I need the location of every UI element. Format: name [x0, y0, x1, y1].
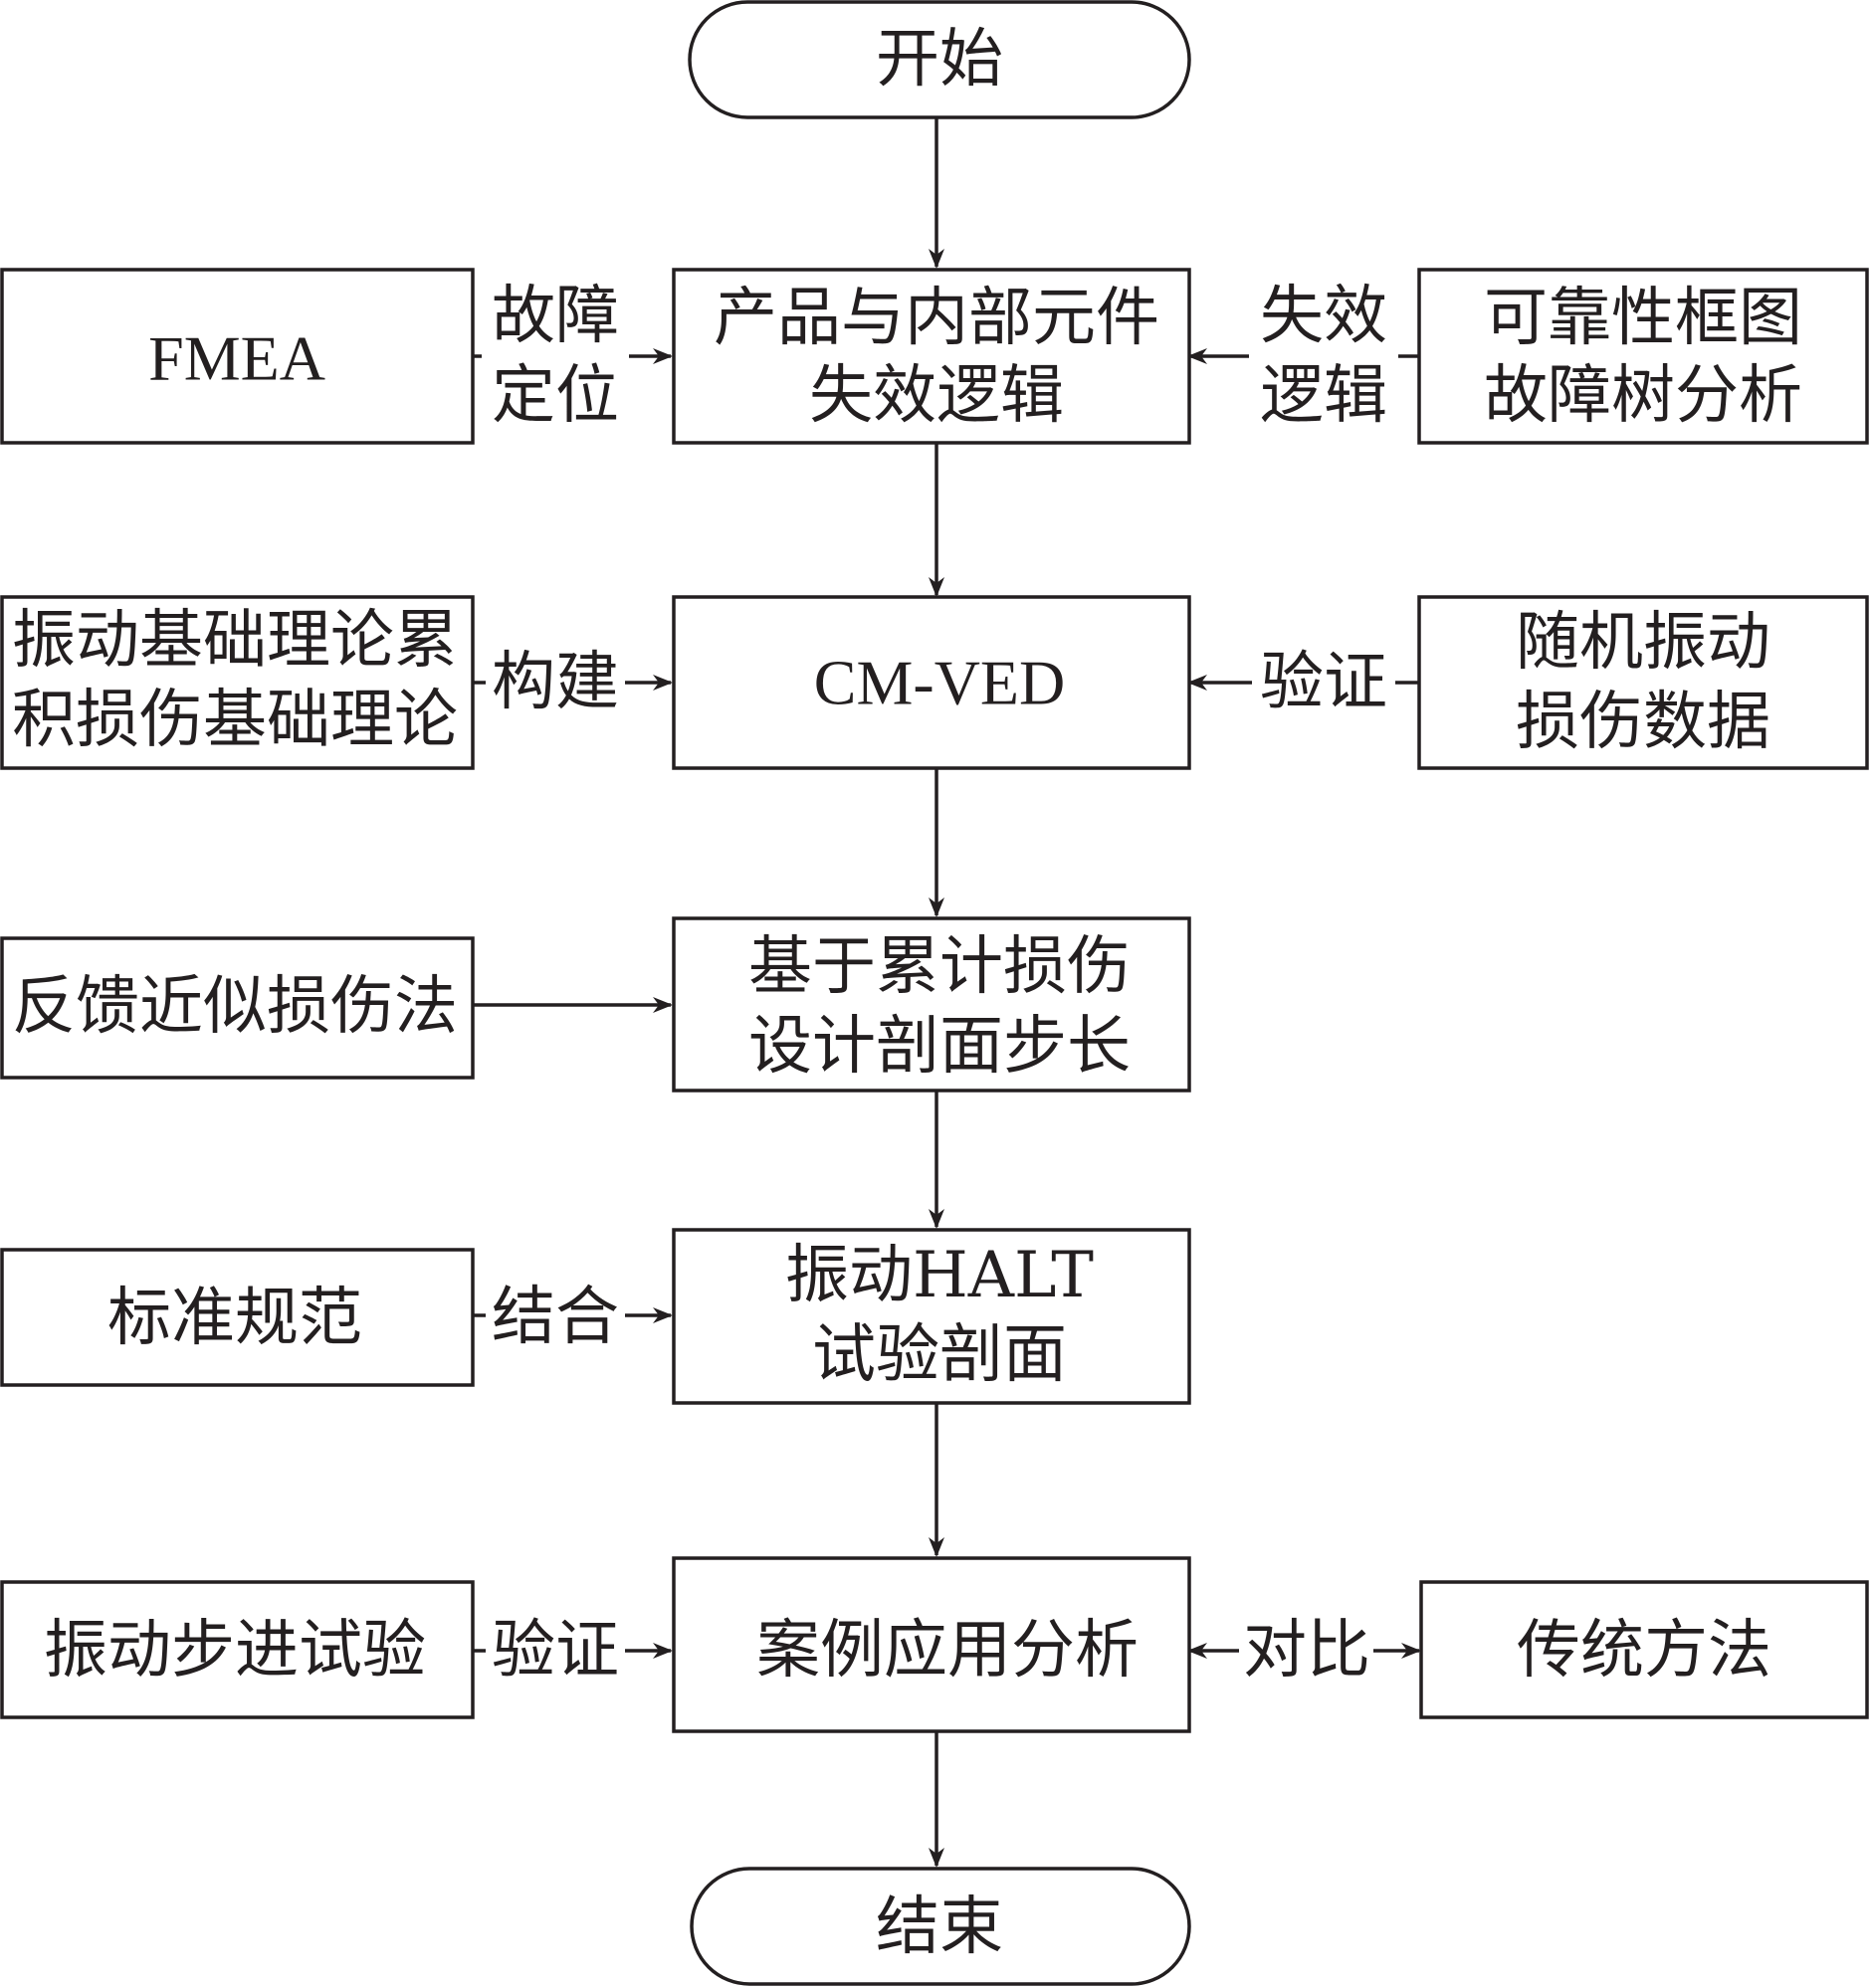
edge-label-build: 构建	[486, 642, 625, 723]
start-label: 开始	[876, 23, 1003, 97]
reliability-box: 可靠性框图 故障树分析	[1417, 268, 1869, 445]
random-vib-line1: 随机振动	[1516, 606, 1770, 680]
end-label: 结束	[876, 1890, 1003, 1964]
product-logic-line2: 失效逻辑	[809, 359, 1064, 433]
cmved-label: CM-VED	[814, 648, 1065, 718]
standard-label: 标准规范	[107, 1282, 362, 1355]
reliability-line1: 可靠性框图	[1484, 282, 1802, 355]
edge-label-compare: 对比	[1240, 1612, 1373, 1690]
case-analysis-box: 案例应用分析	[672, 1556, 1191, 1733]
step-design-line1: 基于累计损伤	[748, 930, 1131, 1004]
edge-label-combine-text: 结合	[492, 1281, 619, 1354]
reliability-line2: 故障树分析	[1484, 359, 1802, 433]
vib-theory-line1: 振动基础理论累	[12, 604, 458, 678]
fmea-label: FMEA	[148, 323, 325, 394]
step-design-box: 基于累计损伤 设计剖面步长	[672, 916, 1191, 1093]
edge-label-build-text: 构建	[492, 646, 619, 719]
edge-label-fail-logic: 失效 逻辑	[1249, 280, 1398, 433]
vib-theory-box: 振动基础理论累 积损伤基础理论	[0, 595, 475, 770]
edge-label-fail-logic-line2: 逻辑	[1260, 359, 1387, 433]
edge-label-verify-left: 验证	[486, 1612, 625, 1690]
edge-label-verify-right: 验证	[1252, 642, 1395, 723]
step-design-line2: 设计剖面步长	[748, 1010, 1131, 1084]
edge-label-fault-locate-line1: 故障	[492, 280, 619, 353]
feedback-box: 反馈近似损伤法	[0, 936, 475, 1080]
edge-label-fault-locate-line2: 定位	[492, 359, 619, 433]
standard-box: 标准规范	[0, 1248, 475, 1387]
product-logic-box: 产品与内部元件 失效逻辑	[672, 268, 1191, 445]
edge-label-verify-right-text: 验证	[1260, 646, 1387, 719]
traditional-box: 传统方法	[1419, 1580, 1869, 1719]
edge-label-fail-logic-line1: 失效	[1260, 280, 1387, 353]
random-vib-line2: 损伤数据	[1516, 686, 1770, 759]
product-logic-line1: 产品与内部元件	[714, 282, 1159, 355]
halt-line1: 振动HALT	[785, 1239, 1094, 1312]
end-node: 结束	[690, 1867, 1191, 1986]
vib-theory-line2: 积损伤基础理论	[12, 684, 458, 757]
step-test-label: 振动步进试验	[44, 1614, 426, 1688]
case-analysis-label: 案例应用分析	[756, 1614, 1139, 1688]
edge-label-combine: 结合	[486, 1279, 625, 1356]
halt-box: 振动HALT 试验剖面	[672, 1228, 1191, 1405]
cmved-box: CM-VED	[672, 595, 1191, 770]
edge-label-compare-text: 对比	[1243, 1614, 1370, 1688]
traditional-label: 传统方法	[1517, 1614, 1771, 1688]
random-vib-box: 随机振动 损伤数据	[1417, 595, 1869, 770]
step-test-box: 振动步进试验	[0, 1580, 475, 1719]
edge-label-fault-locate: 故障 定位	[482, 280, 629, 433]
fmea-box: FMEA	[0, 268, 475, 445]
edge-label-verify-left-text: 验证	[492, 1614, 619, 1688]
feedback-label: 反馈近似损伤法	[12, 970, 458, 1044]
start-node: 开始	[688, 0, 1191, 119]
halt-line2: 试验剖面	[812, 1318, 1067, 1392]
